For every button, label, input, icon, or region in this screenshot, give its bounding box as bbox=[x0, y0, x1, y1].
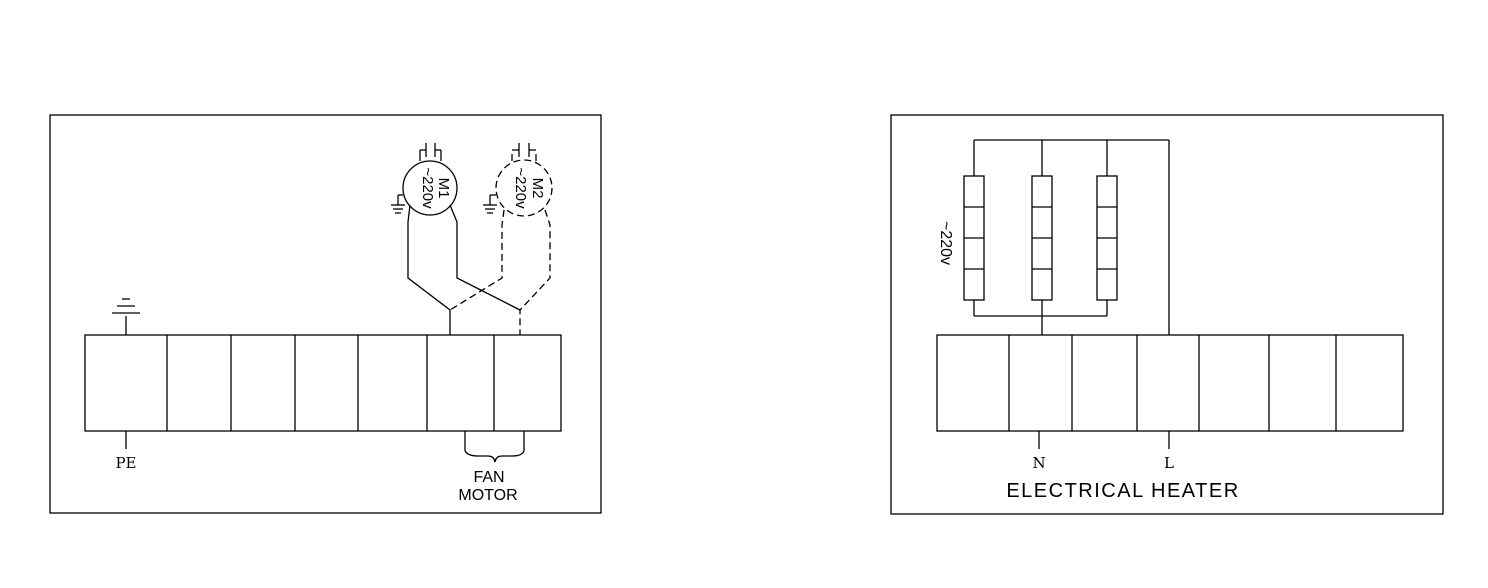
electrical-heater-panel: ~220v N L ELECTRICAL HEATER bbox=[890, 114, 1444, 515]
fan-motor-panel: PE M1 ~220v bbox=[49, 114, 602, 514]
m2-wire-a bbox=[449, 209, 505, 311]
fan-motor-label-line2: MOTOR bbox=[458, 487, 517, 504]
m1-wire-a bbox=[407, 204, 451, 335]
fan-motor-label-line1: FAN bbox=[473, 469, 504, 486]
m1-wire-b bbox=[449, 204, 521, 311]
motor-m1-name: M1 bbox=[435, 178, 452, 199]
motor-m2-ground-icon bbox=[483, 194, 497, 214]
heater-element-2 bbox=[1031, 175, 1053, 301]
motor-m1-ground-icon bbox=[391, 194, 405, 214]
heater-element-1 bbox=[963, 175, 985, 301]
heater-voltage-label: ~220v bbox=[937, 221, 954, 265]
motor-m2-name: M2 bbox=[529, 178, 546, 199]
motor-m2-voltage: ~220v bbox=[512, 167, 529, 209]
motor-m1-voltage: ~220v bbox=[419, 167, 436, 209]
right-terminal-block bbox=[936, 334, 1404, 432]
pe-ground-icon bbox=[112, 298, 140, 335]
l-label: L bbox=[1164, 454, 1174, 472]
motor-m1-capacitor-icon bbox=[419, 143, 442, 161]
left-panel-border bbox=[49, 114, 602, 514]
left-terminal-block bbox=[84, 334, 562, 432]
motor-m2-capacitor-icon bbox=[511, 143, 537, 161]
heater-title: ELECTRICAL HEATER bbox=[1006, 480, 1239, 502]
fan-motor-bracket bbox=[464, 431, 525, 463]
right-panel-border bbox=[890, 114, 1444, 515]
pe-label: PE bbox=[115, 454, 136, 472]
n-label: N bbox=[1032, 454, 1045, 472]
heater-bus-wiring bbox=[973, 139, 1170, 335]
motor-m1: M1 ~220v bbox=[391, 143, 458, 216]
heater-element-3 bbox=[1096, 175, 1118, 301]
m2-wire-b bbox=[519, 209, 551, 335]
motor-m2: M2 ~220v bbox=[483, 143, 553, 217]
